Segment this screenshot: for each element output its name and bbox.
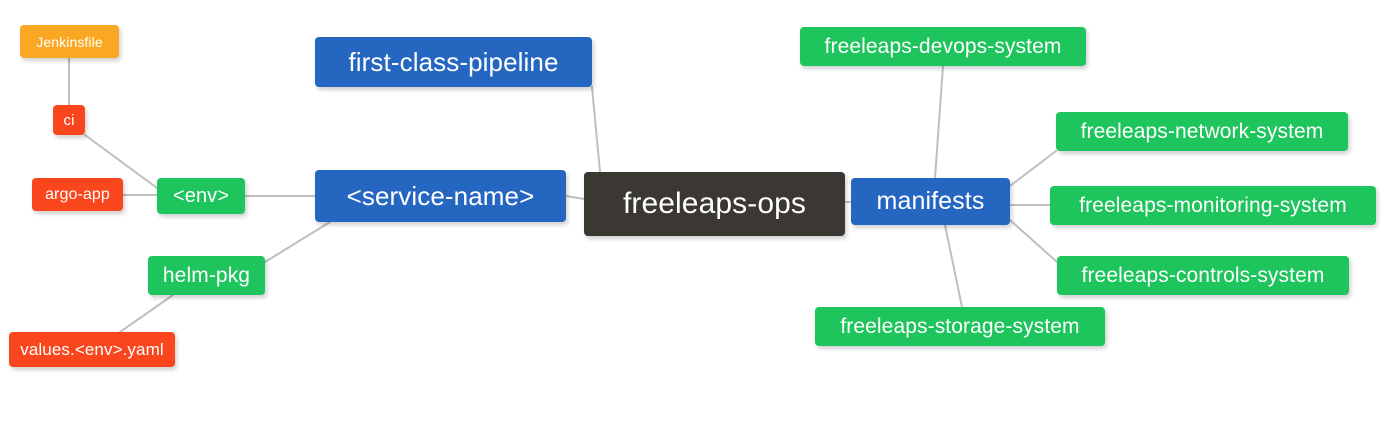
node-label-jenkinsfile: Jenkinsfile	[36, 33, 103, 50]
node-service-name[interactable]: <service-name>	[315, 170, 566, 222]
node-label-ci: ci	[63, 111, 75, 129]
node-label-argo-app: argo-app	[45, 185, 110, 203]
node-label-freeleaps-storage-system: freeleaps-storage-system	[840, 315, 1080, 338]
node-label-service-name: <service-name>	[346, 181, 535, 211]
node-label-first-class-pipeline: first-class-pipeline	[348, 47, 559, 77]
node-jenkinsfile[interactable]: Jenkinsfile	[20, 25, 119, 58]
node-helm-pkg[interactable]: helm-pkg	[148, 256, 265, 295]
node-ci[interactable]: ci	[53, 105, 85, 135]
edge-manifests-storage	[944, 224, 963, 308]
edge-ops-service	[565, 195, 585, 200]
node-label-env: <env>	[172, 185, 230, 207]
edge-helm-values	[119, 294, 174, 333]
node-manifests[interactable]: manifests	[851, 178, 1010, 225]
node-label-helm-pkg: helm-pkg	[162, 264, 251, 287]
edge-manifests-network	[1009, 150, 1057, 187]
node-label-freeleaps-monitoring-system: freeleaps-monitoring-system	[1079, 194, 1347, 217]
node-label-freeleaps-network-system: freeleaps-network-system	[1080, 120, 1324, 143]
node-label-freeleaps-ops: freeleaps-ops	[622, 187, 807, 220]
node-values-env-yaml[interactable]: values.<env>.yaml	[9, 332, 175, 367]
node-argo-app[interactable]: argo-app	[32, 178, 123, 211]
node-freeleaps-controls-system[interactable]: freeleaps-controls-system	[1057, 256, 1349, 295]
node-freeleaps-storage-system[interactable]: freeleaps-storage-system	[815, 307, 1105, 346]
node-label-freeleaps-controls-system: freeleaps-controls-system	[1081, 264, 1325, 287]
node-first-class-pipeline[interactable]: first-class-pipeline	[315, 37, 592, 87]
edge-ops-pipeline	[591, 86, 601, 173]
node-freeleaps-monitoring-system[interactable]: freeleaps-monitoring-system	[1050, 186, 1376, 225]
node-label-values-env-yaml: values.<env>.yaml	[20, 340, 164, 359]
node-freeleaps-network-system[interactable]: freeleaps-network-system	[1056, 112, 1348, 151]
node-freeleaps-ops[interactable]: freeleaps-ops	[584, 172, 845, 236]
node-env[interactable]: <env>	[157, 178, 245, 214]
edge-manifests-devops	[934, 65, 944, 179]
edge-manifests-controls	[1009, 219, 1058, 263]
node-label-manifests: manifests	[876, 187, 985, 215]
edge-service-helm	[264, 221, 331, 263]
node-freeleaps-devops-system[interactable]: freeleaps-devops-system	[800, 27, 1086, 66]
node-label-freeleaps-devops-system: freeleaps-devops-system	[824, 35, 1062, 58]
